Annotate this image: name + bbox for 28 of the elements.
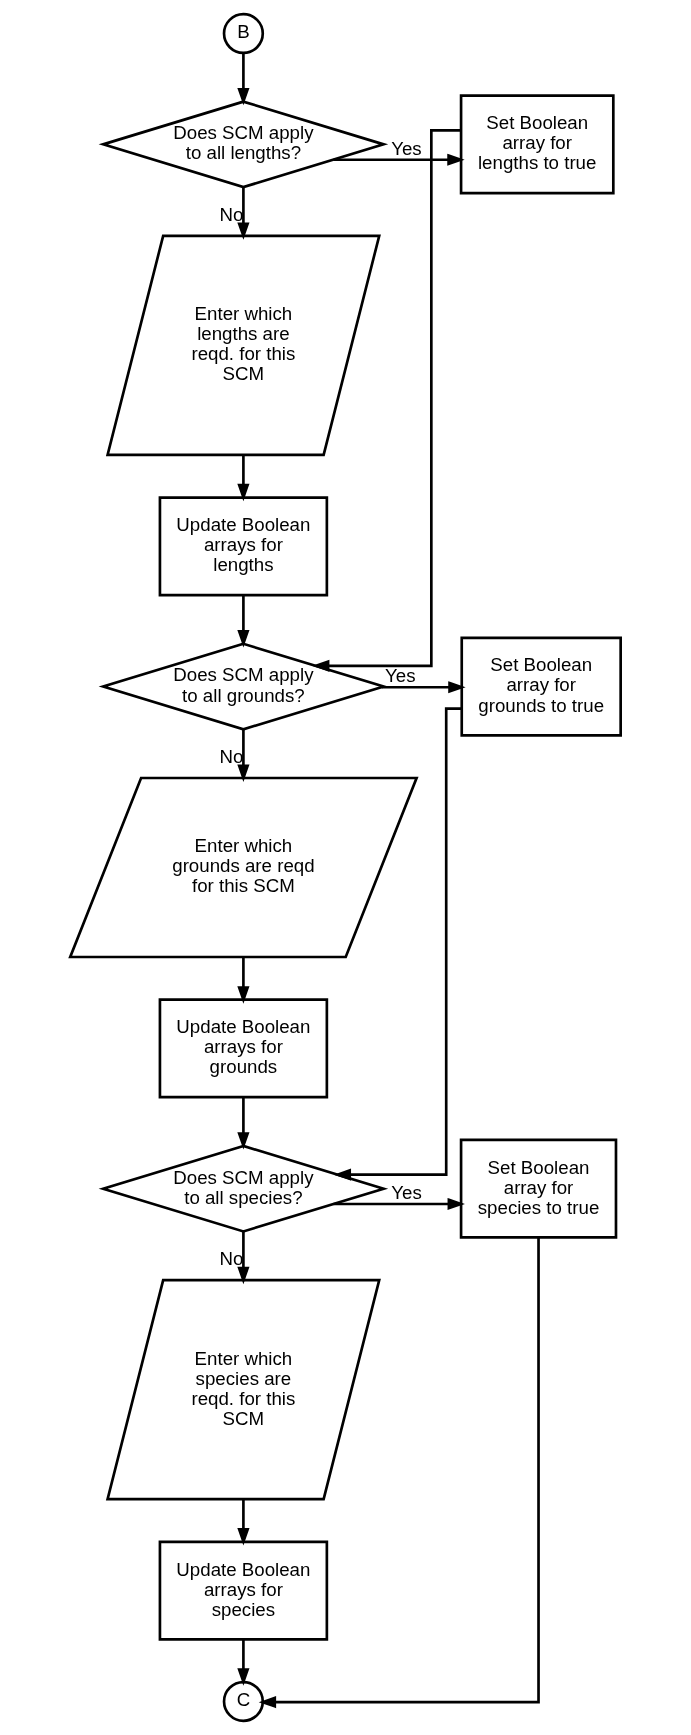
arrow <box>237 53 250 106</box>
node-circle: B <box>222 12 265 55</box>
arrow <box>237 595 250 648</box>
arrow <box>333 707 462 1181</box>
node-box: Set Boolean array for grounds to true <box>460 636 622 737</box>
node-box: Update Boolean arrays for species <box>158 1540 329 1641</box>
arrow <box>258 1237 540 1709</box>
node-diamond: Does SCM apply to all species? <box>98 1144 389 1233</box>
arrow <box>381 681 466 694</box>
edge-label: Yes <box>391 1181 422 1203</box>
node-diamond: Does SCM apply to all lengths? <box>98 100 389 189</box>
arrow <box>237 187 250 240</box>
arrow <box>237 1231 250 1285</box>
arrow <box>237 1499 250 1546</box>
arrow <box>333 153 465 166</box>
node-box: Set Boolean array for species to true <box>459 1138 618 1239</box>
arrow <box>312 129 461 672</box>
arrow <box>333 1197 465 1211</box>
edge-label: Yes <box>391 137 422 159</box>
arrow <box>237 957 250 1004</box>
arrow <box>237 1097 250 1150</box>
node-box: Update Boolean arrays for lengths <box>158 496 329 597</box>
node-box: Update Boolean arrays for grounds <box>158 998 329 1099</box>
arrow <box>237 1639 250 1686</box>
arrow <box>237 455 250 502</box>
node-box: Set Boolean array for lengths to true <box>459 94 615 195</box>
arrow <box>237 729 250 782</box>
node-circle: C <box>222 1680 265 1723</box>
